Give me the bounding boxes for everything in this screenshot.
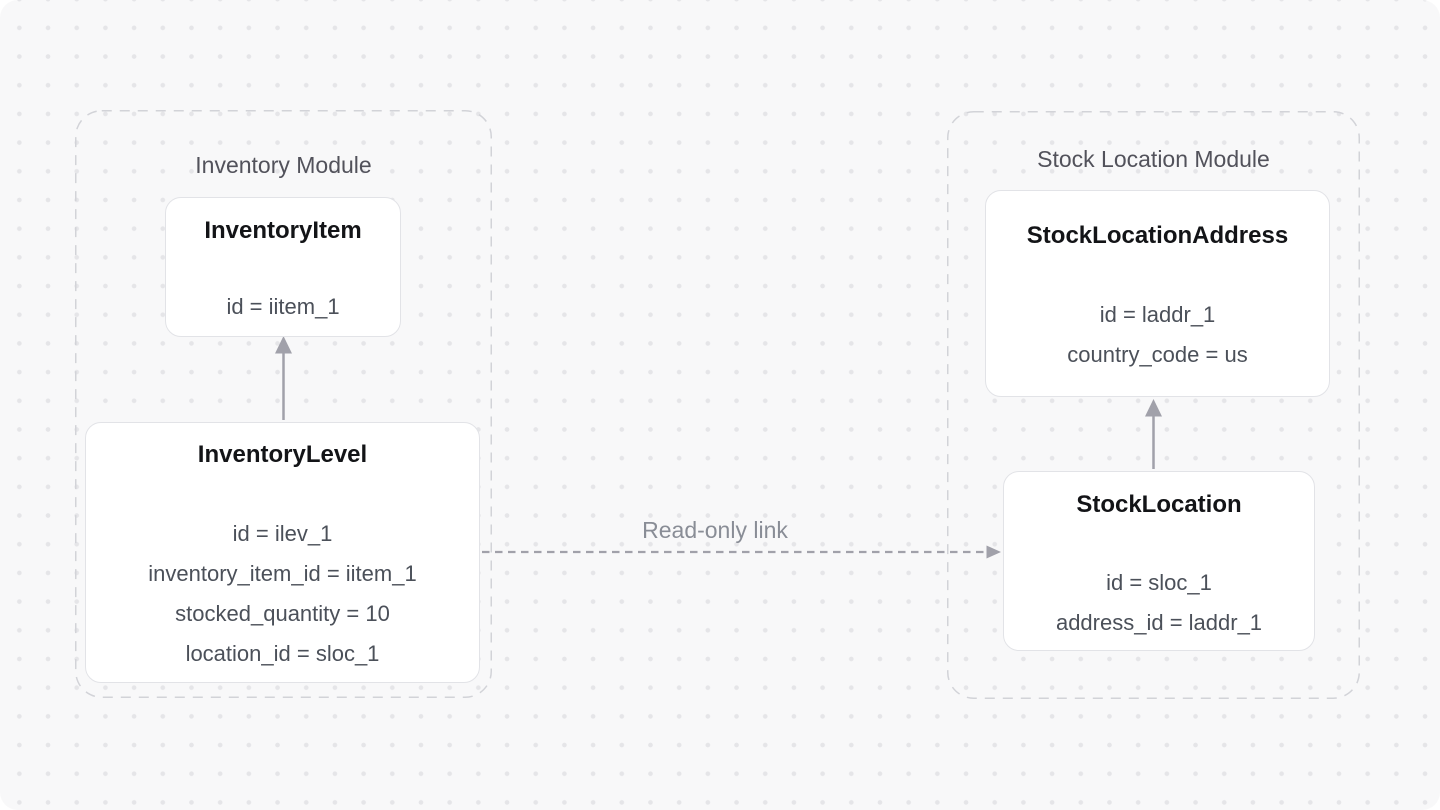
entity-inventory-level: InventoryLevel id = ilev_1 inventory_ite… (85, 422, 480, 683)
entity-attribute: address_id = laddr_1 (1055, 610, 1263, 635)
entity-stock-location: StockLocation id = sloc_1 address_id = l… (1003, 471, 1315, 651)
entity-attribute: country_code = us (1067, 342, 1248, 367)
read-only-link-arrow (482, 545, 1001, 559)
entity-title: StockLocationAddress (1026, 222, 1289, 249)
entity-attributes: id = sloc_1 address_id = laddr_1 (1004, 563, 1314, 643)
entity-attribute: id = ilev_1 (232, 521, 333, 546)
entity-attribute: location_id = sloc_1 (185, 641, 380, 666)
inventory-module: Inventory Module InventoryItem id = iite… (75, 110, 492, 698)
entity-attribute: stocked_quantity = 10 (175, 601, 390, 626)
stock-location-module: Stock Location Module StockLocationAddre… (947, 111, 1360, 699)
entity-attributes: id = laddr_1 country_code = us (986, 295, 1329, 375)
entity-title: InventoryLevel (197, 441, 368, 468)
read-only-link-label: Read-only link (642, 517, 788, 543)
entity-attributes: id = ilev_1 inventory_item_id = iitem_1 … (86, 514, 479, 674)
entity-attribute: id = sloc_1 (1106, 570, 1212, 595)
entity-stock-location-address: StockLocationAddress id = laddr_1 countr… (985, 190, 1330, 397)
inventory-module-label: Inventory Module (195, 152, 372, 178)
entity-attribute: inventory_item_id = iitem_1 (148, 561, 417, 586)
entity-title: InventoryItem (204, 217, 362, 244)
entity-title: StockLocation (1076, 491, 1242, 518)
entity-attribute: id = iitem_1 (226, 294, 340, 319)
entity-inventory-item: InventoryItem id = iitem_1 (165, 197, 401, 337)
entity-attribute: id = laddr_1 (1099, 302, 1216, 327)
entity-attributes: id = iitem_1 (166, 287, 400, 327)
stock-location-module-label: Stock Location Module (1037, 146, 1270, 172)
